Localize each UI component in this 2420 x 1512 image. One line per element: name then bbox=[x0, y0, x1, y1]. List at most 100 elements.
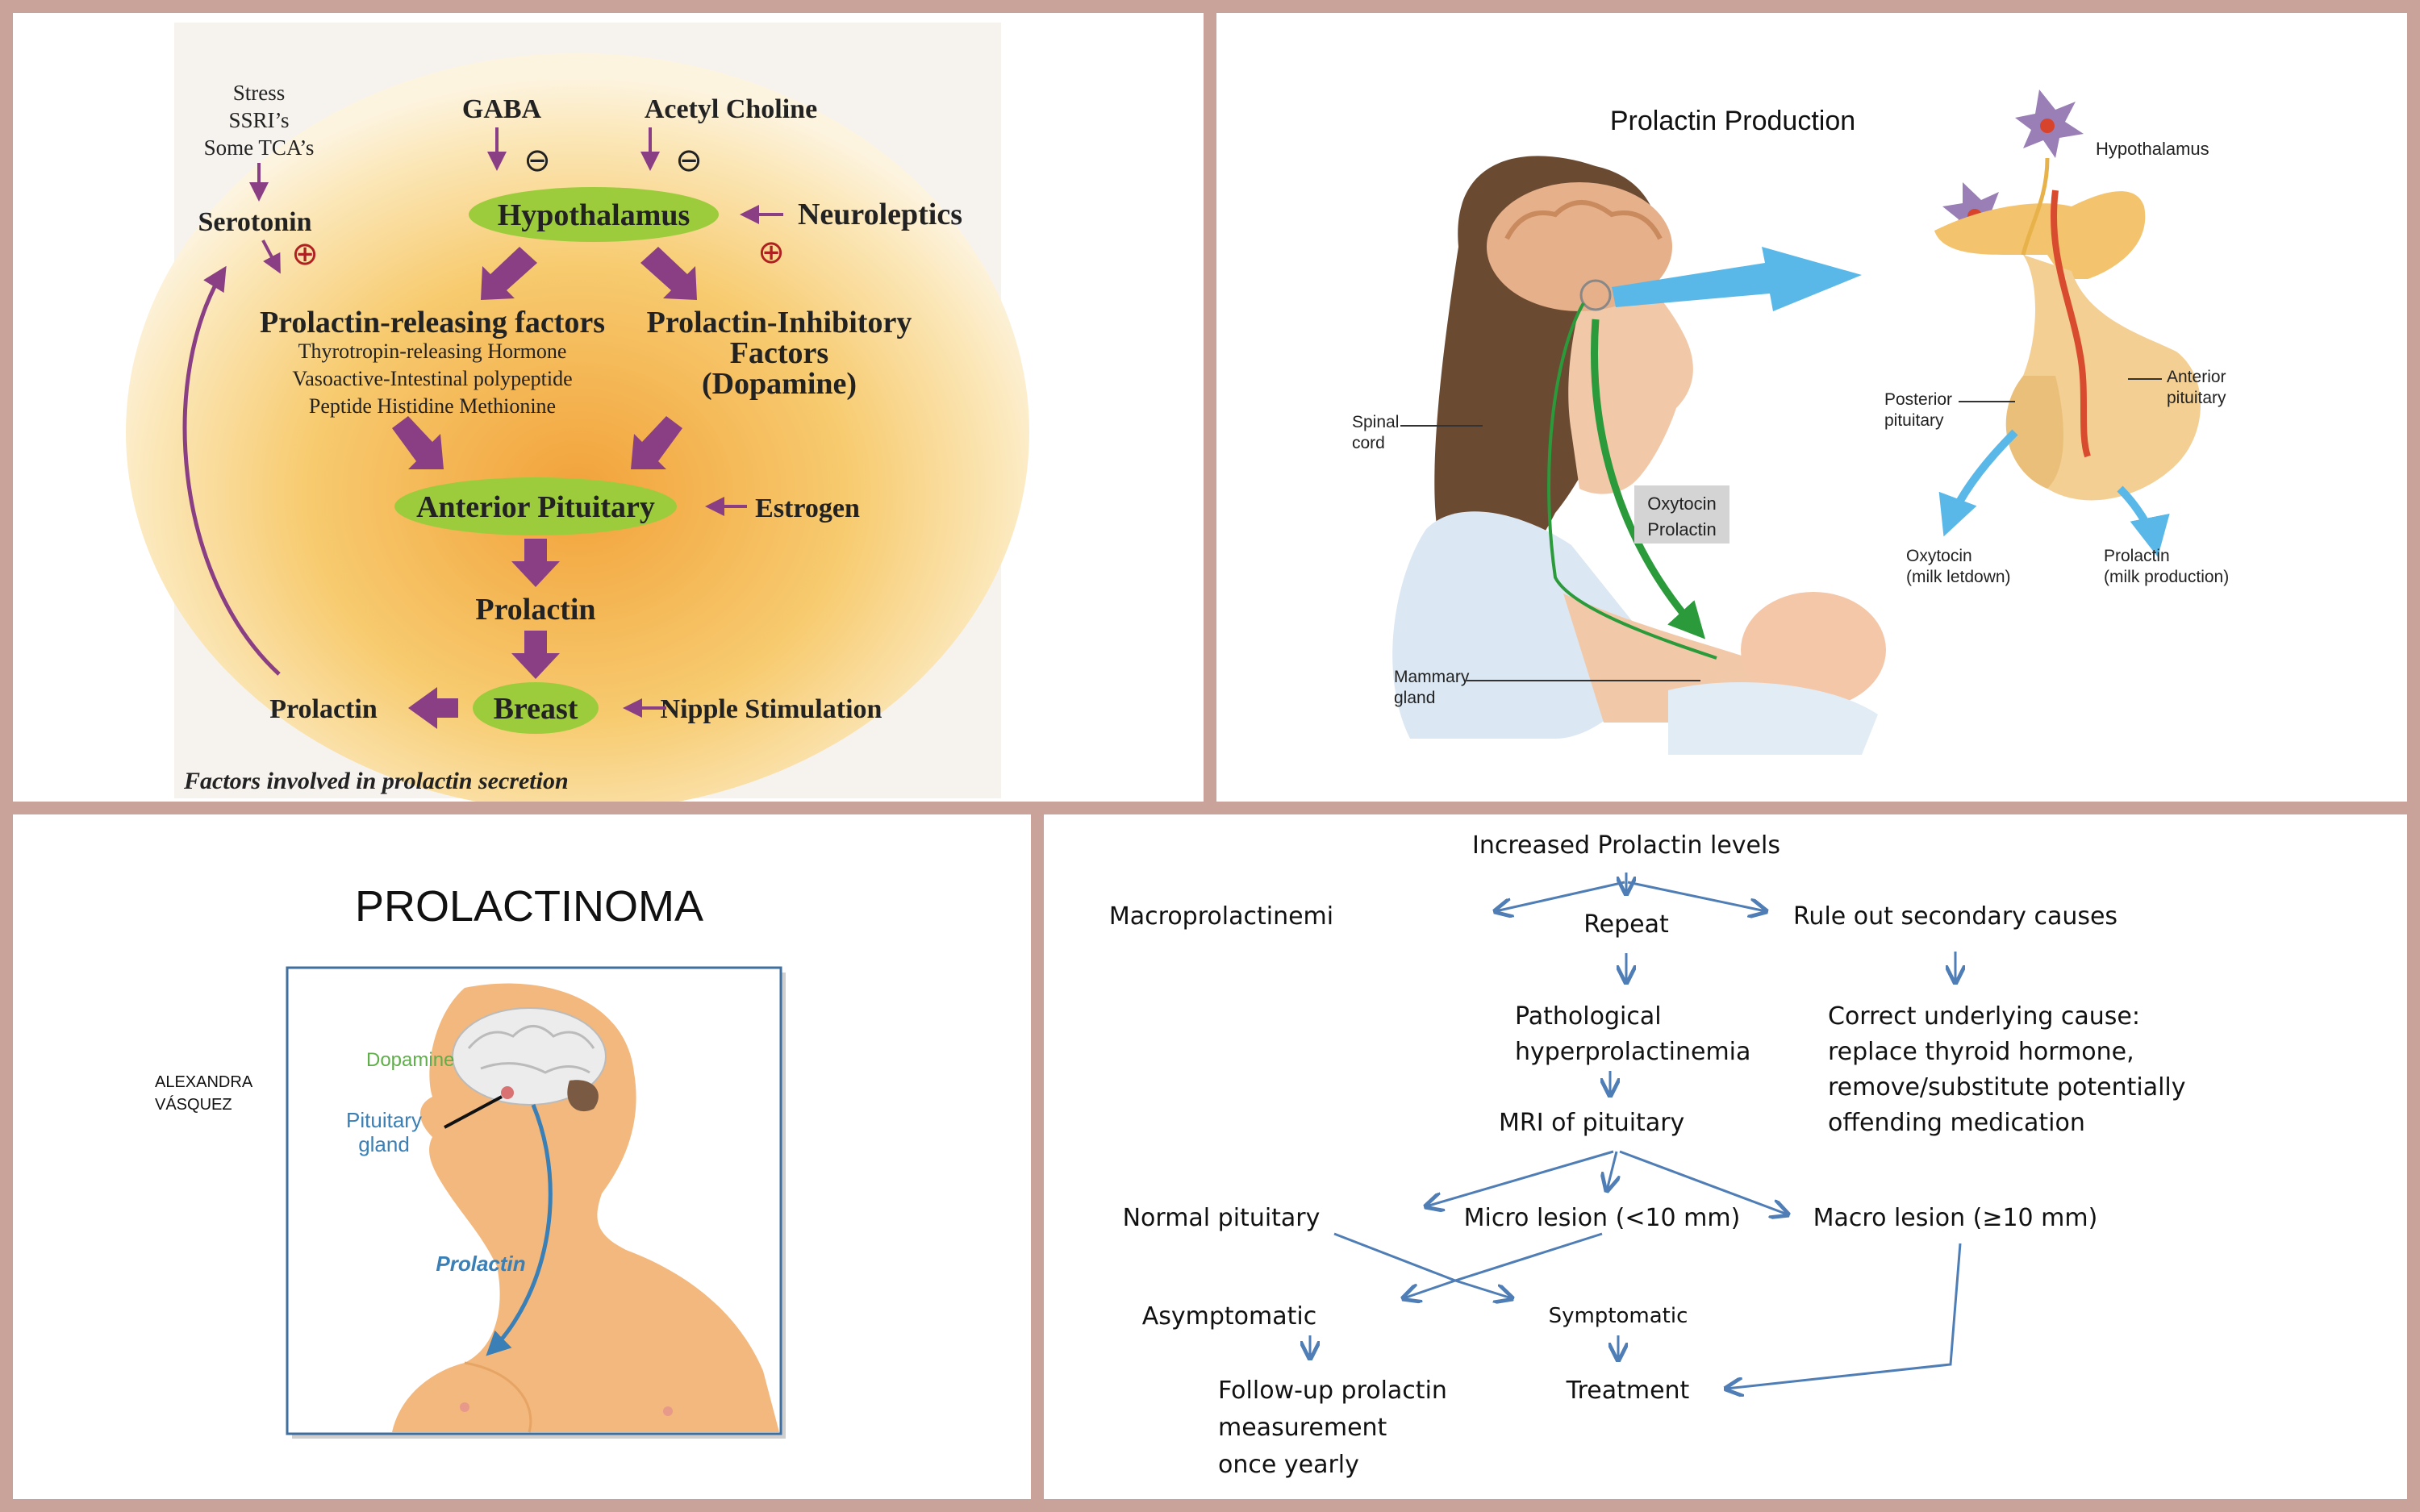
pituitary-line-1: Pituitary bbox=[346, 1108, 422, 1132]
pituitary-pointer bbox=[444, 1095, 503, 1129]
mri-node: MRI of pituitary bbox=[1499, 1109, 1684, 1137]
pathological-line-1: Pathological bbox=[1515, 1002, 1662, 1031]
arrow-to-macroprolactinemi bbox=[1496, 881, 1625, 911]
caption: Factors involved in prolactin secretion bbox=[183, 768, 569, 794]
arrow-to-rule-out bbox=[1627, 881, 1766, 911]
increased-node: Increased Prolactin levels bbox=[1472, 831, 1780, 860]
acetylcholine-minus: ⊖ bbox=[675, 142, 703, 179]
production-illustration: Prolactin Production Oxytocin Prolactin … bbox=[1216, 13, 2407, 802]
serotonin-plus: ⊕ bbox=[291, 235, 319, 273]
posterior-line-1: Posterior bbox=[1884, 390, 1952, 409]
arrow-to-symptomatic bbox=[1454, 1279, 1512, 1298]
brain-folds bbox=[1504, 200, 1663, 240]
symptomatic-node: Symptomatic bbox=[1549, 1304, 1688, 1328]
stress-line-3: Some TCA’s bbox=[204, 135, 315, 160]
treatment-node: Treatment bbox=[1566, 1377, 1690, 1405]
neuroleptics-label: Neuroleptics bbox=[798, 198, 962, 231]
anterior-line-1: Anterior bbox=[2167, 368, 2226, 386]
hypothalamus-label: Hypothalamus bbox=[498, 198, 691, 232]
hypothalamus-tissue bbox=[1934, 191, 2146, 279]
nipple-stimulation-label: Nipple Stimulation bbox=[661, 694, 882, 724]
spinal-cord-nerve bbox=[1547, 302, 1717, 660]
prolactin-production-panel: Prolactin Production Oxytocin Prolactin … bbox=[1216, 13, 2407, 802]
gaba-minus: ⊖ bbox=[524, 142, 551, 179]
prolactin-to-breast-arrow bbox=[511, 631, 560, 679]
diagnosis-flowchart-panel: Increased Prolactin levels Macroprolacti… bbox=[1044, 814, 2407, 1499]
hormone-box-prolactin: Prolactin bbox=[1647, 519, 1717, 539]
prf-to-pituitary-arrow bbox=[392, 416, 444, 469]
followup-line-3: once yearly bbox=[1218, 1451, 1359, 1479]
author-line-2: VÁSQUEZ bbox=[155, 1095, 232, 1114]
pif-line-2: Factors bbox=[730, 336, 828, 370]
neuroleptics-plus: ⊕ bbox=[757, 234, 785, 271]
stress-line-2: SSRI’s bbox=[228, 108, 289, 132]
pif-line-1: Prolactin-Inhibitory bbox=[647, 306, 912, 339]
artery bbox=[2050, 190, 2091, 458]
zoom-arrow bbox=[1612, 247, 1862, 311]
prolactinoma-panel: PROLACTINOMA ALEXANDRA VÁSQUEZ Dopamine … bbox=[13, 814, 1031, 1499]
prolactin-secretion-panel: Stress SSRI’s Some TCA’s GABA ⊖ Acetyl C… bbox=[13, 13, 1204, 802]
cerebellum bbox=[567, 1080, 599, 1112]
mammary-gland-line-2: gland bbox=[1394, 689, 1435, 707]
nipple-right bbox=[663, 1406, 673, 1416]
anterior-pituitary-label: Anterior Pituitary bbox=[416, 490, 655, 524]
baby-blanket bbox=[1668, 682, 1878, 755]
oxytocin-out-line-1: Oxytocin bbox=[1906, 547, 1972, 565]
breast-curve bbox=[464, 1361, 532, 1433]
brain-folds bbox=[467, 1025, 595, 1074]
posterior-lobe bbox=[2005, 376, 2063, 489]
glow-background bbox=[126, 53, 1029, 802]
arrow-to-normal bbox=[1426, 1150, 1614, 1206]
prolactin-arrow bbox=[2117, 485, 2170, 557]
anterior-line-2: pituitary bbox=[2167, 389, 2226, 407]
prolactin-out-line-2: (milk production) bbox=[2104, 568, 2229, 586]
neuron-top bbox=[2015, 90, 2084, 158]
hormone-arrow bbox=[1591, 319, 1706, 639]
hormone-box bbox=[1634, 485, 1729, 544]
hypothalamus-oval bbox=[469, 187, 719, 242]
hypothalamus-to-prf-arrow bbox=[481, 247, 537, 300]
axon bbox=[2021, 157, 2050, 256]
micro-lesion-node: Micro lesion (<10 mm) bbox=[1464, 1204, 1741, 1232]
title: Prolactin Production bbox=[1610, 106, 1855, 136]
macro-to-treatment-arrow bbox=[1726, 1243, 1962, 1389]
hypothalamus-to-pif-arrow bbox=[640, 247, 697, 300]
correct-line-3: remove/substitute potentially bbox=[1828, 1073, 2186, 1102]
repeat-node: Repeat bbox=[1583, 910, 1669, 939]
pathological-line-2: hyperprolactinemia bbox=[1515, 1038, 1750, 1066]
pituitary-line-2: gland bbox=[358, 1132, 410, 1156]
prolactin-arrow bbox=[486, 1104, 553, 1356]
asymptomatic-node: Asymptomatic bbox=[1142, 1302, 1317, 1331]
prolactin-label: Prolactin bbox=[436, 1252, 525, 1276]
hypothalamus-label: Hypothalamus bbox=[2096, 139, 2209, 159]
prolactin-label: Prolactin bbox=[475, 593, 595, 627]
followup-line-2: measurement bbox=[1218, 1414, 1387, 1442]
breast-oval bbox=[473, 682, 599, 734]
nipple-left bbox=[460, 1402, 469, 1412]
anterior-pituitary-oval bbox=[394, 477, 677, 535]
hormone-box-oxytocin: Oxytocin bbox=[1647, 494, 1717, 514]
title: PROLACTINOMA bbox=[355, 882, 703, 931]
pituitary-dot bbox=[501, 1086, 514, 1099]
correct-line-4: offending medication bbox=[1828, 1109, 2085, 1137]
arrow-to-asymptomatic bbox=[1404, 1279, 1456, 1298]
oxytocin-out-line-2: (milk letdown) bbox=[1906, 568, 2011, 586]
prolactin-out-line-1: Prolactin bbox=[2104, 547, 2170, 565]
oxytocin-arrow bbox=[1938, 429, 2018, 537]
estrogen-label: Estrogen bbox=[755, 494, 860, 523]
pituitary-highlight bbox=[1579, 279, 1612, 311]
gaba-label: GABA bbox=[462, 94, 542, 124]
acetylcholine-label: Acetyl Choline bbox=[645, 94, 817, 124]
prf-item-1: Thyrotropin-releasing Hormone bbox=[298, 339, 567, 363]
breast-to-prolactin-arrow bbox=[408, 687, 458, 729]
merge-lines bbox=[1333, 1232, 1603, 1282]
mammary-gland-line-1: Mammary bbox=[1394, 668, 1470, 686]
macro-lesion-node: Macro lesion (≥10 mm) bbox=[1813, 1204, 2098, 1232]
correct-line-2: replace thyroid hormone, bbox=[1828, 1038, 2134, 1066]
posterior-line-2: pituitary bbox=[1884, 411, 1944, 430]
dopamine-label: Dopamine bbox=[366, 1049, 454, 1071]
prolactinoma-illustration: PROLACTINOMA ALEXANDRA VÁSQUEZ Dopamine … bbox=[155, 882, 786, 1439]
prf-item-3: Peptide Histidine Methionine bbox=[309, 394, 556, 418]
arrow-to-macro-lesion bbox=[1619, 1150, 1788, 1214]
normal-pituitary-node: Normal pituitary bbox=[1123, 1204, 1321, 1232]
